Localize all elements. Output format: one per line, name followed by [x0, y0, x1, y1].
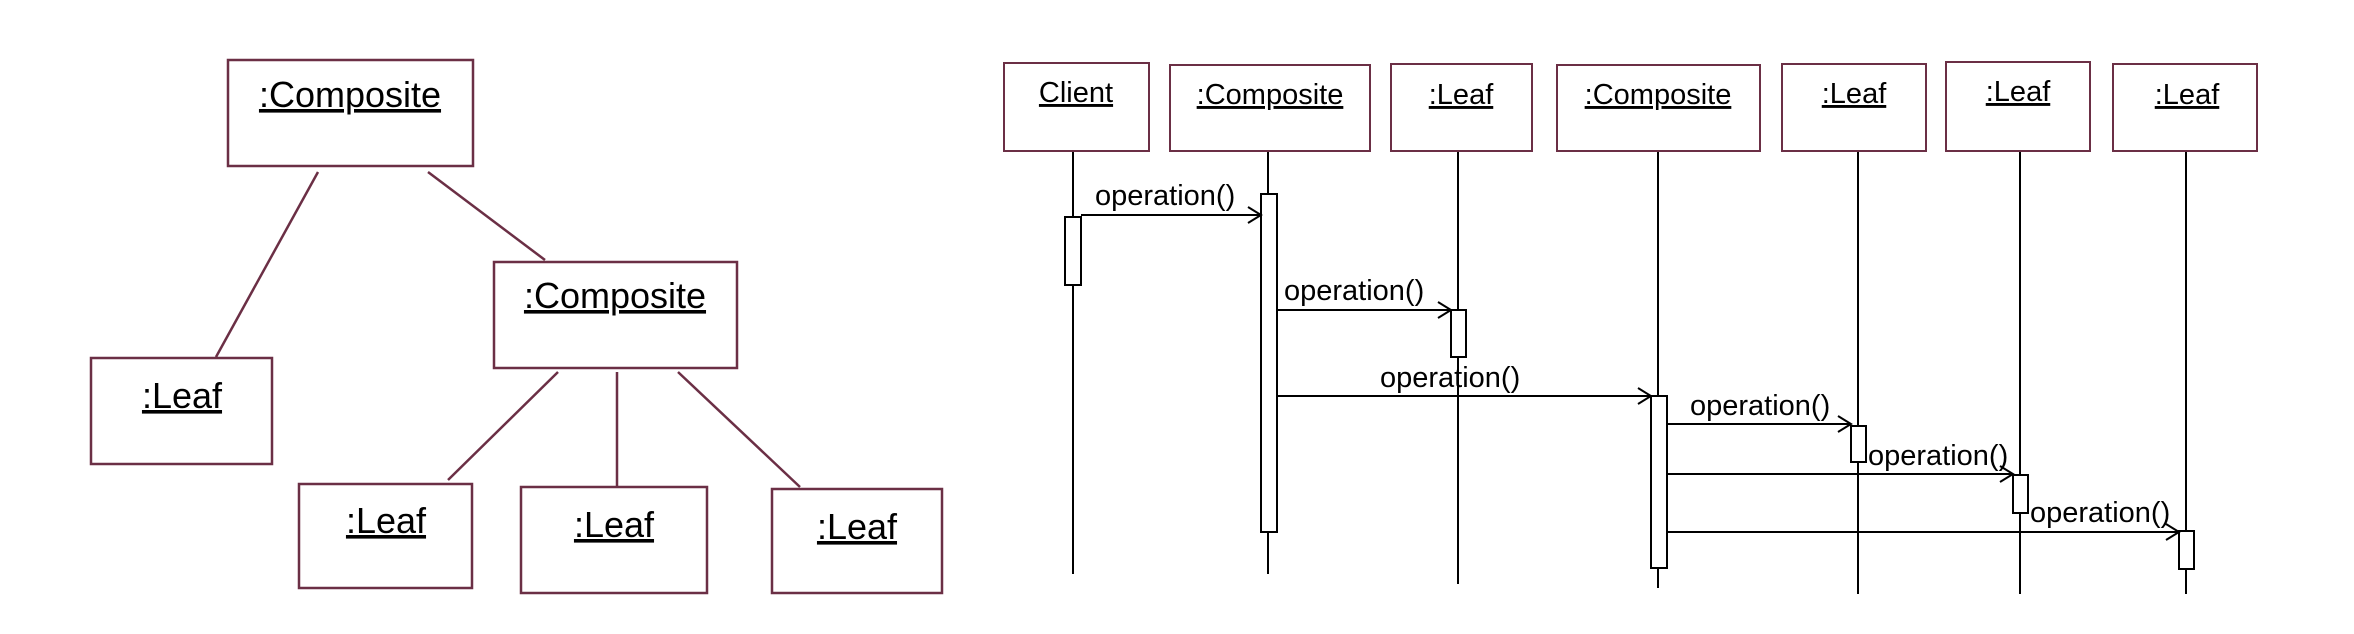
lifeline-label: :Composite: [1585, 79, 1732, 111]
activation-bars: [1064, 193, 2195, 570]
message-label: operation(): [2030, 497, 2170, 529]
object-node-child-composite: :Composite: [492, 260, 739, 370]
sequence-diagram: Client :Composite :Leaf :Composite :Leaf…: [1003, 61, 2258, 594]
message-arrow: [1667, 465, 2015, 483]
activation-bar: [1650, 395, 1668, 569]
lifeline-label: :Leaf: [2155, 79, 2220, 111]
link-root-composite: [427, 171, 546, 261]
object-node-root-composite: :Composite: [226, 58, 475, 168]
message-arrow: [1667, 523, 2181, 541]
activation-bar: [1064, 216, 1082, 286]
object-node-label: :Leaf: [142, 375, 223, 416]
object-node-label: :Composite: [524, 275, 706, 316]
message-label: operation(): [1868, 440, 2008, 472]
link-composite-leaf1: [447, 371, 559, 481]
messages: [1081, 206, 2181, 541]
lifeline-label: Client: [1039, 77, 1113, 109]
message-label: operation(): [1284, 275, 1424, 307]
lifeline-label: :Leaf: [1822, 78, 1887, 110]
object-diagram: [214, 171, 801, 488]
activation-bar: [2178, 530, 2195, 570]
message-label: operation(): [1380, 362, 1520, 394]
object-node-leaf: :Leaf: [89, 356, 274, 466]
message-arrow: [1277, 301, 1453, 319]
lifeline-label: :Composite: [1197, 79, 1344, 111]
message-arrow: [1667, 415, 1853, 433]
message-arrow: [1081, 206, 1263, 224]
object-node-leaf: :Leaf: [770, 487, 944, 595]
lifeline-header-leaf: :Leaf: [2112, 63, 2258, 152]
message-label: operation(): [1690, 390, 1830, 422]
link-root-leaf: [214, 171, 320, 358]
message-label: operation(): [1095, 180, 1235, 212]
object-node-label: :Leaf: [346, 500, 427, 541]
object-node-label: :Leaf: [574, 504, 655, 545]
activation-bar: [1850, 425, 1867, 463]
object-node-label: :Composite: [259, 74, 441, 115]
activation-bar: [2012, 474, 2029, 514]
lifeline-header-composite: :Composite: [1556, 64, 1761, 152]
lifeline-label: :Leaf: [1429, 79, 1494, 111]
lifeline-label: :Leaf: [1986, 76, 2051, 108]
object-node-label: :Leaf: [817, 506, 898, 547]
activation-bar: [1450, 309, 1467, 358]
lifeline-header-leaf: :Leaf: [1781, 63, 1927, 152]
object-node-leaf: :Leaf: [297, 482, 474, 590]
lifeline-header-leaf: :Leaf: [1945, 61, 2091, 152]
object-node-leaf: :Leaf: [519, 485, 709, 595]
lifeline-header-leaf: :Leaf: [1390, 63, 1533, 152]
activation-bar: [1260, 193, 1278, 533]
message-arrow: [1277, 387, 1653, 405]
link-composite-leaf3: [677, 371, 801, 488]
lifeline-header-client: Client: [1003, 62, 1150, 152]
lifeline-header-composite: :Composite: [1169, 64, 1371, 152]
message-labels: operation() operation() operation() oper…: [1095, 180, 2170, 529]
lifelines: [1072, 150, 2187, 594]
